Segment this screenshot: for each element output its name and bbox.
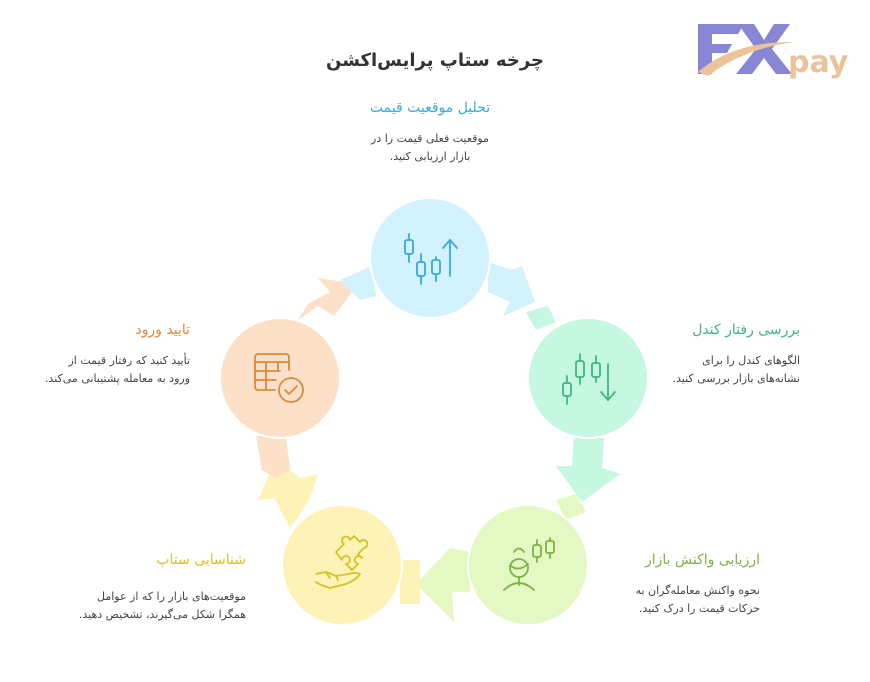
arrow-2-to-3 — [556, 436, 620, 502]
step-heading: تایید ورود — [135, 322, 190, 338]
arrow-3-to-4 — [416, 548, 470, 622]
candlestick-down-icon — [562, 353, 616, 405]
trader-chart-icon — [503, 537, 555, 591]
step-desc-line1: نحوه واکنش معامله‌گران به — [635, 584, 760, 597]
step-heading: بررسی رفتار کندل — [692, 322, 800, 338]
table-check-icon — [254, 353, 304, 403]
title-text: چرخه ستاپ پرایس‌اکشن — [326, 50, 544, 71]
arrow-1-to-2 — [488, 262, 535, 316]
svg-text:pay: pay — [788, 45, 849, 80]
step-label-candle-behavior: بررسی رفتار کندل الگوهای کندل را برای نش… — [660, 322, 800, 388]
step-desc-line2: نشانه‌های بازار بررسی کنید. — [672, 372, 800, 385]
arrow-5-to-1 — [298, 278, 358, 320]
step-circle-price-position — [369, 197, 491, 319]
candlestick-up-icon — [404, 233, 458, 285]
step-circle-market-reaction — [467, 504, 589, 626]
step-circle-entry-confirmation — [219, 317, 341, 439]
step-heading: شناسایی ستاپ — [156, 552, 246, 568]
step-label-entry-confirmation: تایید ورود تأیید کنید که رفتار قیمت از و… — [30, 322, 190, 388]
step-desc-line1: الگوهای کندل را برای — [702, 354, 800, 367]
step-desc-line2: بازار ارزیابی کنید. — [389, 150, 471, 163]
step-label-price-position: تحلیل موقعیت قیمت موقعیت فعلی قیمت را در… — [340, 100, 520, 166]
step-label-market-reaction: ارزیابی واکنش بازار نحوه واکنش معامله‌گر… — [600, 552, 760, 618]
step-circle-candle-behavior — [527, 317, 649, 439]
fxpay-logo: pay — [698, 24, 849, 80]
step-desc-line1: موقعیت‌های بازار را که از عوامل — [97, 590, 246, 603]
step-desc-line2: ورود به معامله پشتیبانی می‌کند. — [44, 372, 190, 385]
step-desc-line2: همگرا شکل می‌گیرند، تشخیص دهید. — [78, 608, 246, 621]
step-label-setup-identification: شناسایی ستاپ موقعیت‌های بازار را که از ع… — [50, 552, 246, 624]
arrow-4-to-5 — [258, 460, 318, 528]
step-circle-setup-identification — [281, 504, 403, 626]
step-desc-line2: حرکات قیمت را درک کنید. — [638, 602, 760, 615]
step-desc-line1: تأیید کنید که رفتار قیمت از — [68, 354, 191, 367]
step-desc-line1: موقعیت فعلی قیمت را در — [371, 132, 489, 145]
step-heading: ارزیابی واکنش بازار — [644, 552, 760, 568]
step-heading: تحلیل موقعیت قیمت — [369, 100, 491, 116]
hand-puzzle-icon — [315, 535, 369, 589]
page-title: چرخه ستاپ پرایس‌اکشن — [0, 50, 870, 71]
